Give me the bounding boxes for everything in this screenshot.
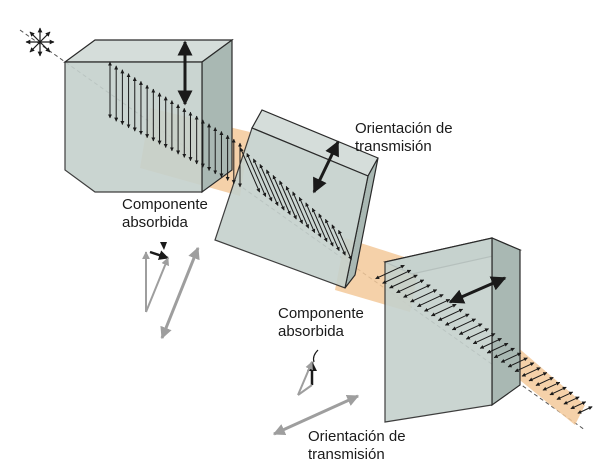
orientation-label-bottom-line2: transmisión (308, 446, 385, 463)
unpolarized-light-star-icon (25, 27, 55, 57)
field-arrow (542, 381, 561, 391)
field-arrow (570, 401, 587, 410)
field-arrow (507, 357, 528, 368)
field-arrow (577, 406, 593, 414)
absorbed-label-right-line1: Componente (278, 305, 364, 322)
field-arrow (528, 372, 548, 382)
field-arrow (338, 229, 352, 261)
orientation-label-top: Orientación de transmisión (355, 120, 453, 156)
field-arrow (514, 362, 535, 373)
electric-field-arrows (108, 61, 593, 414)
field-arrow (535, 376, 554, 386)
absorbed-component-diagram-left (142, 242, 200, 340)
orientation-label-bottom: Orientación de transmisión (308, 428, 406, 464)
orientation-label-top-line2: transmisión (355, 138, 432, 155)
field-arrow (549, 386, 567, 396)
absorbed-label-left-line2: absorbida (122, 214, 188, 231)
absorbed-label-left: Componente absorbida (122, 196, 208, 232)
absorbed-label-left-line1: Componente (122, 196, 208, 213)
field-arrow (521, 367, 541, 377)
orientation-label-bottom-line1: Orientación de (308, 428, 406, 445)
absorbed-component-diagram-right (272, 349, 360, 436)
orientation-label-top-line1: Orientación de (355, 120, 453, 137)
polarizer-filter-1 (63, 38, 234, 194)
field-arrow (556, 391, 574, 400)
field-arrow (563, 396, 580, 405)
absorbed-label-right-line2: absorbida (278, 323, 344, 340)
absorbed-label-right: Componente absorbida (278, 305, 364, 341)
